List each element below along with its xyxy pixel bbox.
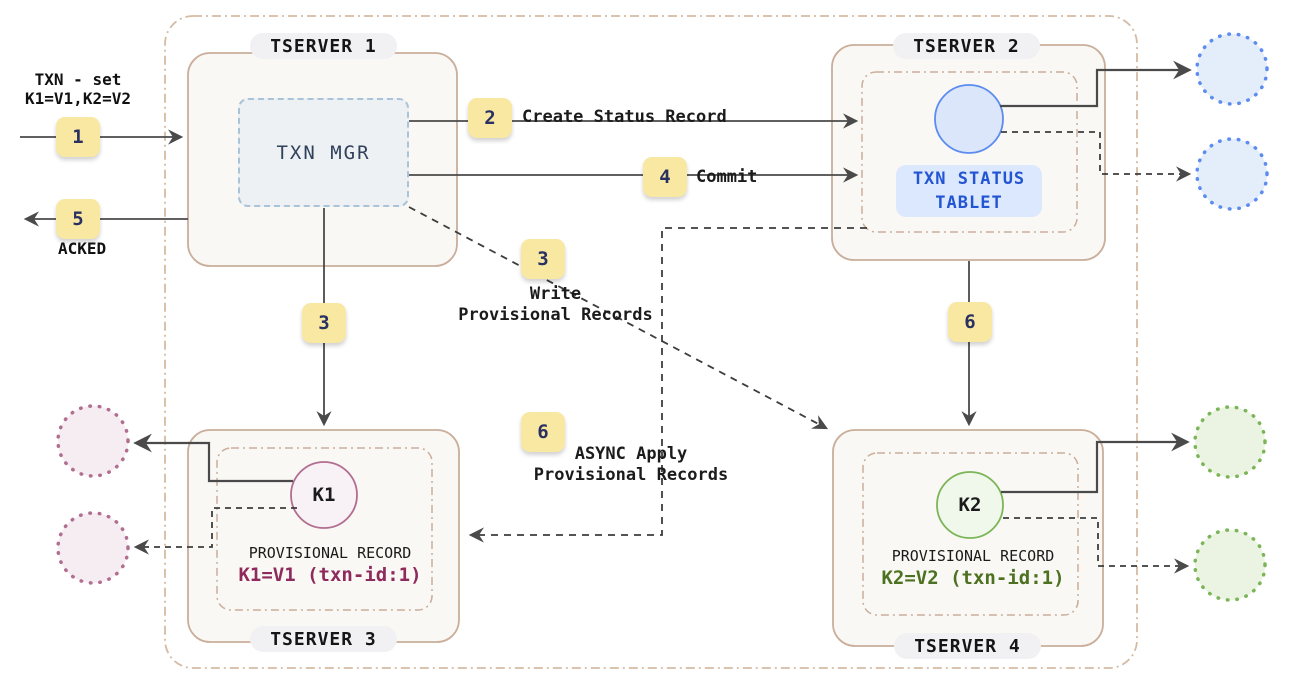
txn-mgr-box: TXN MGR [238, 98, 409, 207]
step5-badge: 5 [56, 199, 100, 239]
step4-badge: 4 [643, 157, 687, 197]
k1-tablet-circle [290, 461, 358, 529]
step3-write-k2-dashed-line [408, 206, 829, 430]
write-provisional-line2: Provisional Records [458, 305, 653, 325]
status-replication-dashed-line [1001, 131, 1192, 182]
txn-status-tablet-label-line1: TXN STATUS [912, 169, 1026, 189]
k1-replication-dashed-line [133, 507, 297, 555]
client-request-label: TXN - set K1=V1,K2=V2 [8, 70, 148, 108]
write-provisional-records-label: Write Provisional Records [448, 284, 663, 326]
k1-replica-circle-bottom [56, 511, 130, 585]
txn-status-tablet-circle [934, 84, 1004, 154]
k1-replication-solid-line [133, 433, 293, 483]
k2-provisional-record-title: PROVISIONAL RECORD [891, 547, 1055, 565]
tserver4-name-pill: TSERVER 4 [894, 633, 1041, 659]
tserver2-tablet-region [861, 71, 1078, 233]
k2-replication-solid-line [1001, 432, 1190, 494]
step3-badge-diagonal: 3 [521, 239, 565, 279]
k2-provisional-record-value: K2=V2 (txn-id:1) [881, 567, 1065, 589]
async-apply-line1: ASYNC Apply [574, 444, 688, 464]
step3-badge-down: 3 [302, 303, 346, 343]
k1-replica-circle-top [56, 404, 130, 478]
acked-label: ACKED [58, 239, 107, 258]
k1-provisional-record-value: K1=V1 (txn-id:1) [238, 564, 422, 586]
status-replication-solid-line [1000, 60, 1192, 108]
k2-replica-circle-top [1193, 405, 1267, 479]
async-apply-label: ASYNC Apply Provisional Records [525, 444, 737, 486]
k1-provisional-record-title: PROVISIONAL RECORD [248, 544, 412, 562]
step2-badge: 2 [468, 98, 512, 138]
k2-key-label: K2 [958, 494, 982, 516]
step6-badge-down: 6 [948, 302, 992, 342]
commit-label: Commit [696, 167, 758, 187]
txn-mgr-label: TXN MGR [276, 141, 371, 164]
status-replica-circle-bottom [1195, 137, 1269, 211]
client-request-line1: TXN - set [34, 70, 122, 89]
write-provisional-line1: Write [529, 284, 582, 304]
tserver3-tablet-region [216, 447, 433, 611]
client-request-line2: K1=V1,K2=V2 [25, 89, 131, 108]
tserver3-name-pill: TSERVER 3 [250, 626, 397, 652]
txn-status-tablet-label-line2: TABLET [935, 193, 1003, 213]
step6-badge-async: 6 [521, 412, 565, 452]
txn-status-tablet-label: TXN STATUS TABLET [896, 165, 1042, 217]
async-apply-line2: Provisional Records [533, 465, 729, 485]
tserver4-tablet-region [862, 452, 1079, 616]
create-status-record-label: Create Status Record [522, 107, 727, 127]
k2-replica-circle-bottom [1193, 528, 1267, 602]
tserver2-name-pill: TSERVER 2 [893, 33, 1040, 59]
status-replica-circle-top [1195, 32, 1269, 106]
step1-badge: 1 [56, 117, 100, 157]
k2-tablet-circle [936, 471, 1004, 539]
tserver1-name-pill: TSERVER 1 [250, 33, 397, 59]
k2-replication-dashed-line [1003, 517, 1190, 574]
k1-key-label: K1 [312, 484, 336, 506]
cluster-container-border [164, 15, 1138, 669]
